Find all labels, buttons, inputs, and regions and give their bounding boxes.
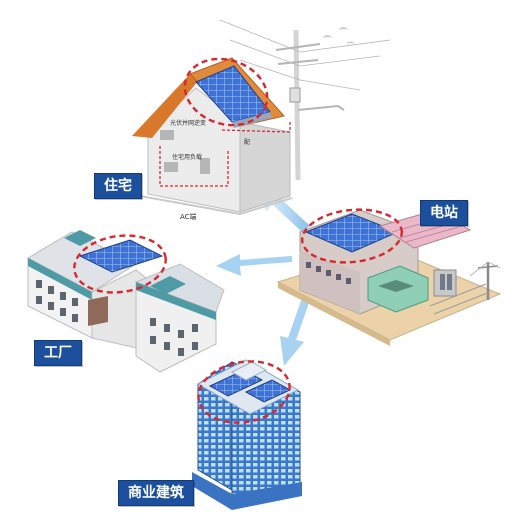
factory-label: 工厂 [34,340,82,366]
arrow-to-commercial [280,298,310,366]
residence-panel-highlight [183,57,269,127]
utility-pole [219,19,391,181]
load-annotation: 住宅用负载 [172,154,203,161]
commercial-label: 商业建筑 [118,480,194,506]
power-station-panel-highlight [300,208,404,264]
distribution-annotation: 配 [244,139,251,146]
arrow-to-factory [216,254,292,276]
birds [322,27,355,44]
ac-end-annotation: AC端 [180,213,197,221]
residence-house [132,57,293,216]
residence-label: 住宅 [94,173,142,199]
power-station-label: 电站 [420,200,468,226]
factory-panel-highlight [73,234,167,294]
commercial-panel-highlight [197,360,291,424]
commercial-building [192,359,302,510]
inverter-annotation: 光伏并网逆变 [170,120,207,127]
power-station [276,209,502,346]
